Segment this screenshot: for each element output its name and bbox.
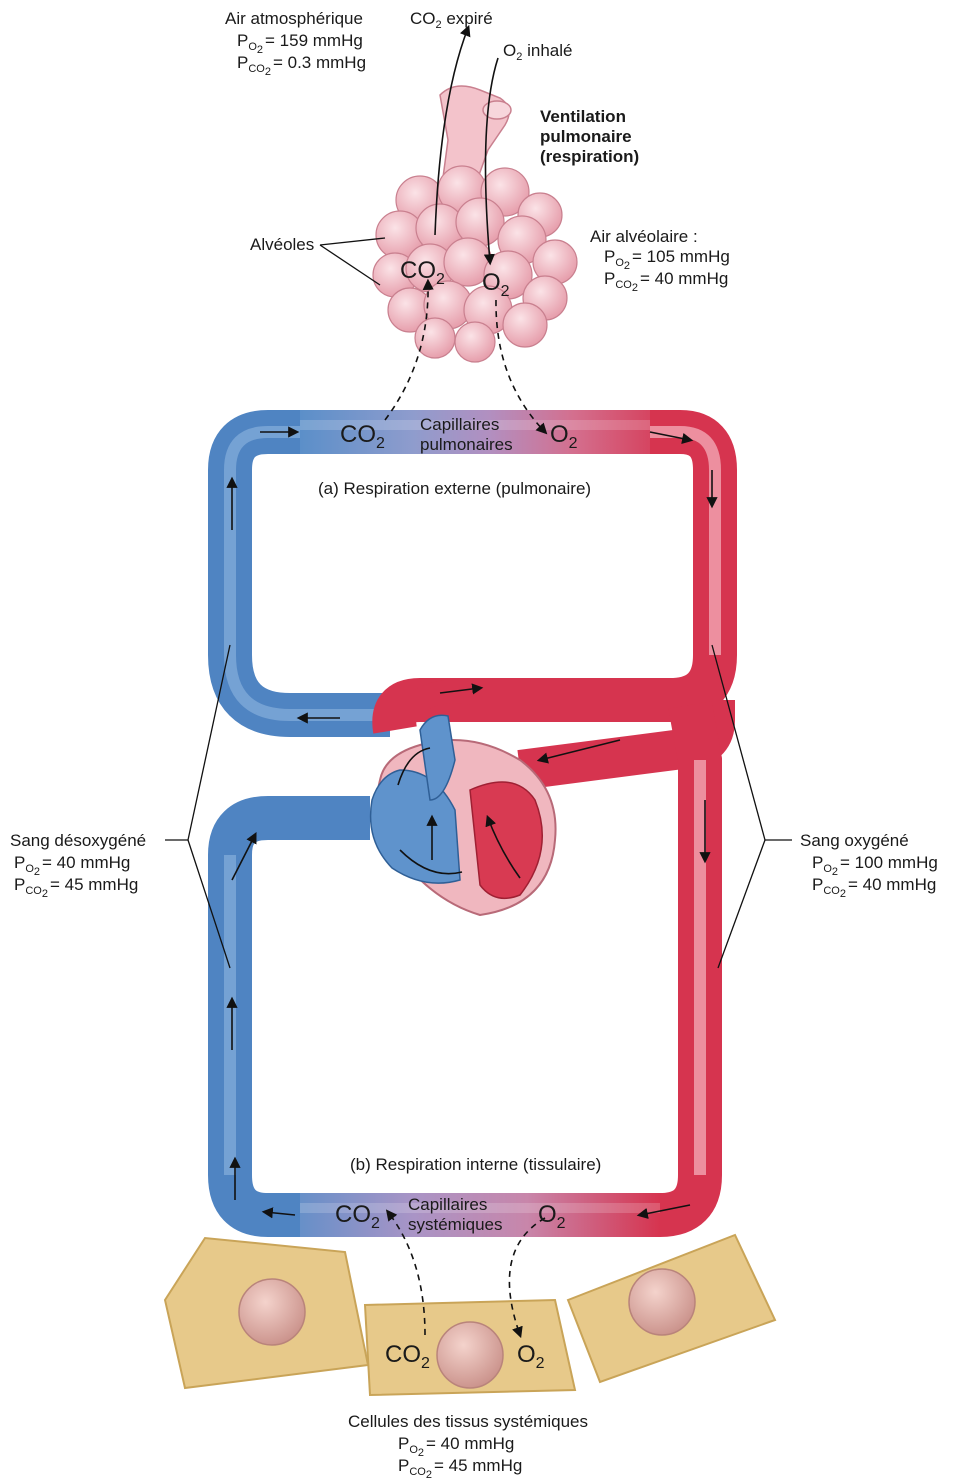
svg-text:Air alvéolaire :: Air alvéolaire : [590,227,698,246]
atmosphere-pco2: = 0.3 mmHg [273,53,366,72]
ventilation-label: Ventilation pulmonaire (respiration) [540,107,639,166]
deoxygenated-blood-label: Sang désoxygéné PO2= 40 mmHg PCO2= 45 mm… [10,831,146,900]
atmosphere-po2: = 159 mmHg [265,31,363,50]
co2-expired-label: CO2 expiré [410,9,493,31]
svg-text:(respiration): (respiration) [540,147,639,166]
external-respiration-label: (a) Respiration externe (pulmonaire) [318,479,591,498]
tissue-cells [165,1235,775,1395]
svg-text:PCO2= 0.3 mmHg: PCO2= 0.3 mmHg [237,53,366,78]
internal-respiration-label: (b) Respiration interne (tissulaire) [350,1155,601,1174]
oxygenated-blood-label: Sang oxygéné PO2= 100 mmHg PCO2= 40 mmHg [800,831,938,900]
svg-text:PCO2= 45 mmHg: PCO2= 45 mmHg [398,1456,522,1481]
alveolar-air-label: Air alvéolaire : PO2= 105 mmHg PCO2= 40 … [590,227,730,294]
svg-text:PCO2= 45 mmHg: PCO2= 45 mmHg [14,875,138,900]
systemic-capillaries-line1: Capillaires [408,1195,487,1214]
o2-inhaled-label: O2 inhalé [503,41,572,63]
tissue-cells-label: Cellules des tissus systémiques PO2= 40 … [348,1412,588,1481]
alveoles-label: Alvéoles [250,235,314,254]
pulmonary-capillaries-line2: pulmonaires [420,435,513,454]
svg-text:Cellules des tissus systémique: Cellules des tissus systémiques [348,1412,588,1431]
svg-text:Sang oxygéné: Sang oxygéné [800,831,909,850]
atmospheric-air-label: Air atmosphérique PO2= 159 mmHg PCO2= 0.… [225,9,366,78]
atmosphere-title: Air atmosphérique [225,9,363,28]
svg-text:PCO2= 40 mmHg: PCO2= 40 mmHg [812,875,936,900]
svg-text:Sang désoxygéné: Sang désoxygéné [10,831,146,850]
svg-text:pulmonaire: pulmonaire [540,127,632,146]
svg-text:PCO2= 40 mmHg: PCO2= 40 mmHg [604,269,728,294]
svg-text:Ventilation: Ventilation [540,107,626,126]
pulmonary-capillaries-line1: Capillaires [420,415,499,434]
systemic-capillaries-line2: systémiques [408,1215,502,1234]
